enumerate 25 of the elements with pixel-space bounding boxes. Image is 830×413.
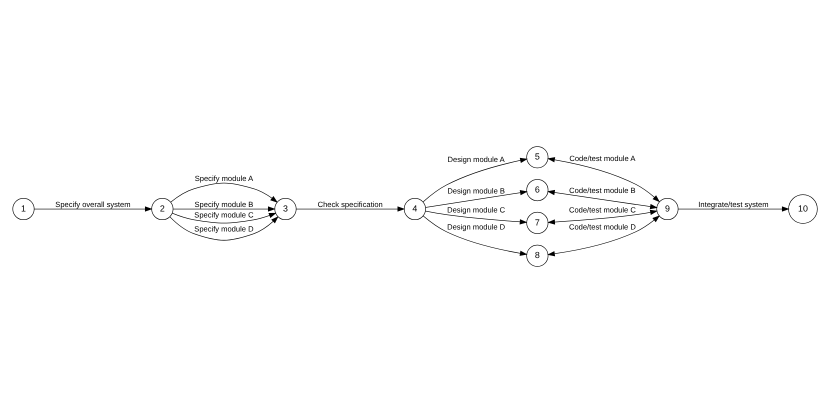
arrow bbox=[547, 190, 658, 210]
arrow bbox=[172, 212, 276, 224]
arrow bbox=[425, 210, 528, 224]
node-circle: 4 bbox=[404, 198, 426, 220]
node-circle: 5 bbox=[526, 146, 548, 168]
arrow bbox=[296, 206, 406, 212]
arrow bbox=[547, 210, 658, 225]
arrow bbox=[422, 216, 528, 256]
arrow bbox=[422, 158, 528, 202]
node-circle: 2 bbox=[151, 198, 174, 220]
arrow bbox=[425, 190, 528, 208]
node-circle: 3 bbox=[274, 198, 296, 220]
node-circle: 6 bbox=[526, 179, 548, 202]
arrow bbox=[547, 215, 660, 256]
arrow bbox=[34, 206, 153, 212]
arrow bbox=[170, 216, 279, 241]
arrow bbox=[172, 206, 276, 212]
arrow bbox=[678, 206, 790, 212]
node-circle: 7 bbox=[526, 212, 548, 234]
arrow bbox=[170, 182, 278, 203]
node-circle: 9 bbox=[656, 198, 678, 220]
node-circle: 1 bbox=[12, 198, 34, 220]
node-circle: 10 bbox=[788, 194, 818, 224]
arrow bbox=[547, 157, 660, 202]
node-circle: 8 bbox=[526, 244, 548, 267]
